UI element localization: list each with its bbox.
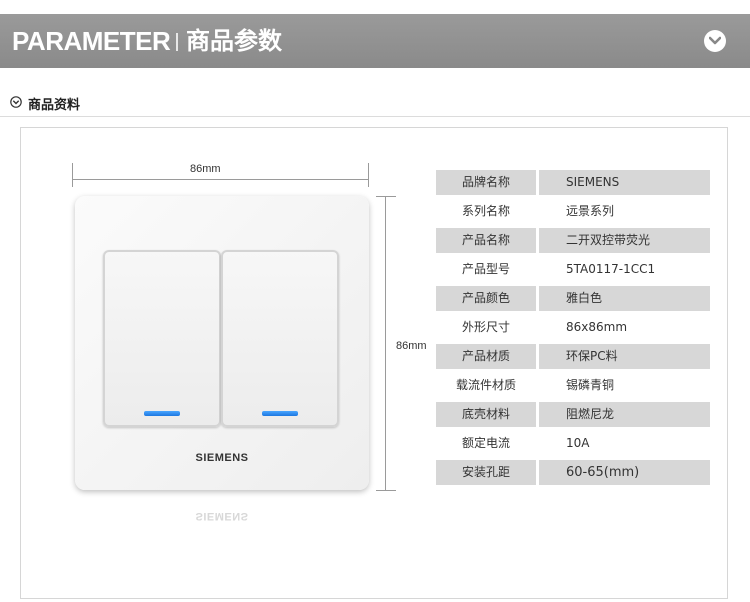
spec-value: SIEMENS	[539, 170, 710, 195]
spec-row: 底壳材料 阻燃尼龙	[436, 400, 710, 429]
spec-value: 10A	[566, 436, 590, 450]
spec-value: 远景系列	[566, 204, 615, 218]
spec-key: 系列名称	[461, 204, 510, 218]
parameter-banner: PARAMETER 商品参数	[0, 14, 750, 68]
height-dimension-tick-bottom	[376, 490, 396, 491]
spec-row: 产品型号 5TA0117-1CC1	[436, 255, 710, 284]
brand-logo-text: SIEMENS	[195, 452, 249, 464]
width-dimension-tick-right	[368, 163, 369, 187]
spec-key: 额定电流	[461, 436, 510, 450]
spec-key: 产品型号	[461, 262, 510, 276]
spec-value: 环保PC料	[539, 344, 710, 369]
width-dimension-tick-left	[72, 163, 73, 187]
indicator-light-right	[262, 411, 298, 416]
rocker-right	[221, 250, 339, 427]
spec-key: 外形尺寸	[461, 320, 510, 334]
section-label: 商品资料	[28, 98, 81, 113]
spec-value: 雅白色	[539, 286, 710, 311]
banner-title: PARAMETER	[12, 26, 171, 56]
section-divider	[0, 116, 750, 117]
spec-value: 阻燃尼龙	[539, 402, 710, 427]
spec-key: 产品名称	[436, 228, 536, 253]
spec-row: 外形尺寸 86x86mm	[436, 313, 710, 342]
spec-row: 产品材质 环保PC料	[436, 342, 710, 371]
height-dimension-label: 86mm	[396, 340, 427, 352]
spec-key: 产品材质	[436, 344, 536, 369]
height-dimension-tick-top	[376, 196, 396, 197]
spec-table: 品牌名称 SIEMENS 系列名称 远景系列 产品名称 二开双控带荧光 产品型号…	[436, 168, 710, 487]
spec-value: 5TA0117-1CC1	[566, 262, 656, 276]
spec-row: 系列名称 远景系列	[436, 197, 710, 226]
height-dimension-line	[385, 196, 386, 490]
rocker-left	[103, 250, 221, 427]
spec-key: 品牌名称	[436, 170, 536, 195]
spec-value: 二开双控带荧光	[539, 228, 710, 253]
spec-row: 载流件材质 锡磷青铜	[436, 371, 710, 400]
spec-key: 产品颜色	[436, 286, 536, 311]
expand-button[interactable]	[704, 30, 726, 52]
spec-row: 额定电流 10A	[436, 429, 710, 458]
width-dimension-line	[72, 179, 369, 180]
spec-row: 安装孔距 60-65(mm)	[436, 458, 710, 487]
spec-key: 底壳材料	[436, 402, 536, 427]
brand-reflection: SIEMENS	[195, 510, 249, 522]
spec-row: 产品颜色 雅白色	[436, 284, 710, 313]
banner-separator	[176, 33, 178, 51]
spec-row: 品牌名称 SIEMENS	[436, 168, 710, 197]
chevron-down-icon	[709, 36, 721, 45]
spec-key: 安装孔距	[436, 460, 536, 485]
spec-key: 载流件材质	[455, 378, 516, 392]
spec-value: 86x86mm	[566, 320, 628, 334]
chevron-down-circle-icon	[10, 96, 22, 108]
spec-value: 锡磷青铜	[566, 378, 615, 392]
indicator-light-left	[144, 411, 180, 416]
spec-value: 60-65(mm)	[539, 460, 710, 485]
banner-subtitle: 商品参数	[186, 27, 282, 55]
width-dimension-label: 86mm	[190, 163, 221, 175]
switch-product-image: SIEMENS	[75, 196, 369, 490]
spec-row: 产品名称 二开双控带荧光	[436, 226, 710, 255]
